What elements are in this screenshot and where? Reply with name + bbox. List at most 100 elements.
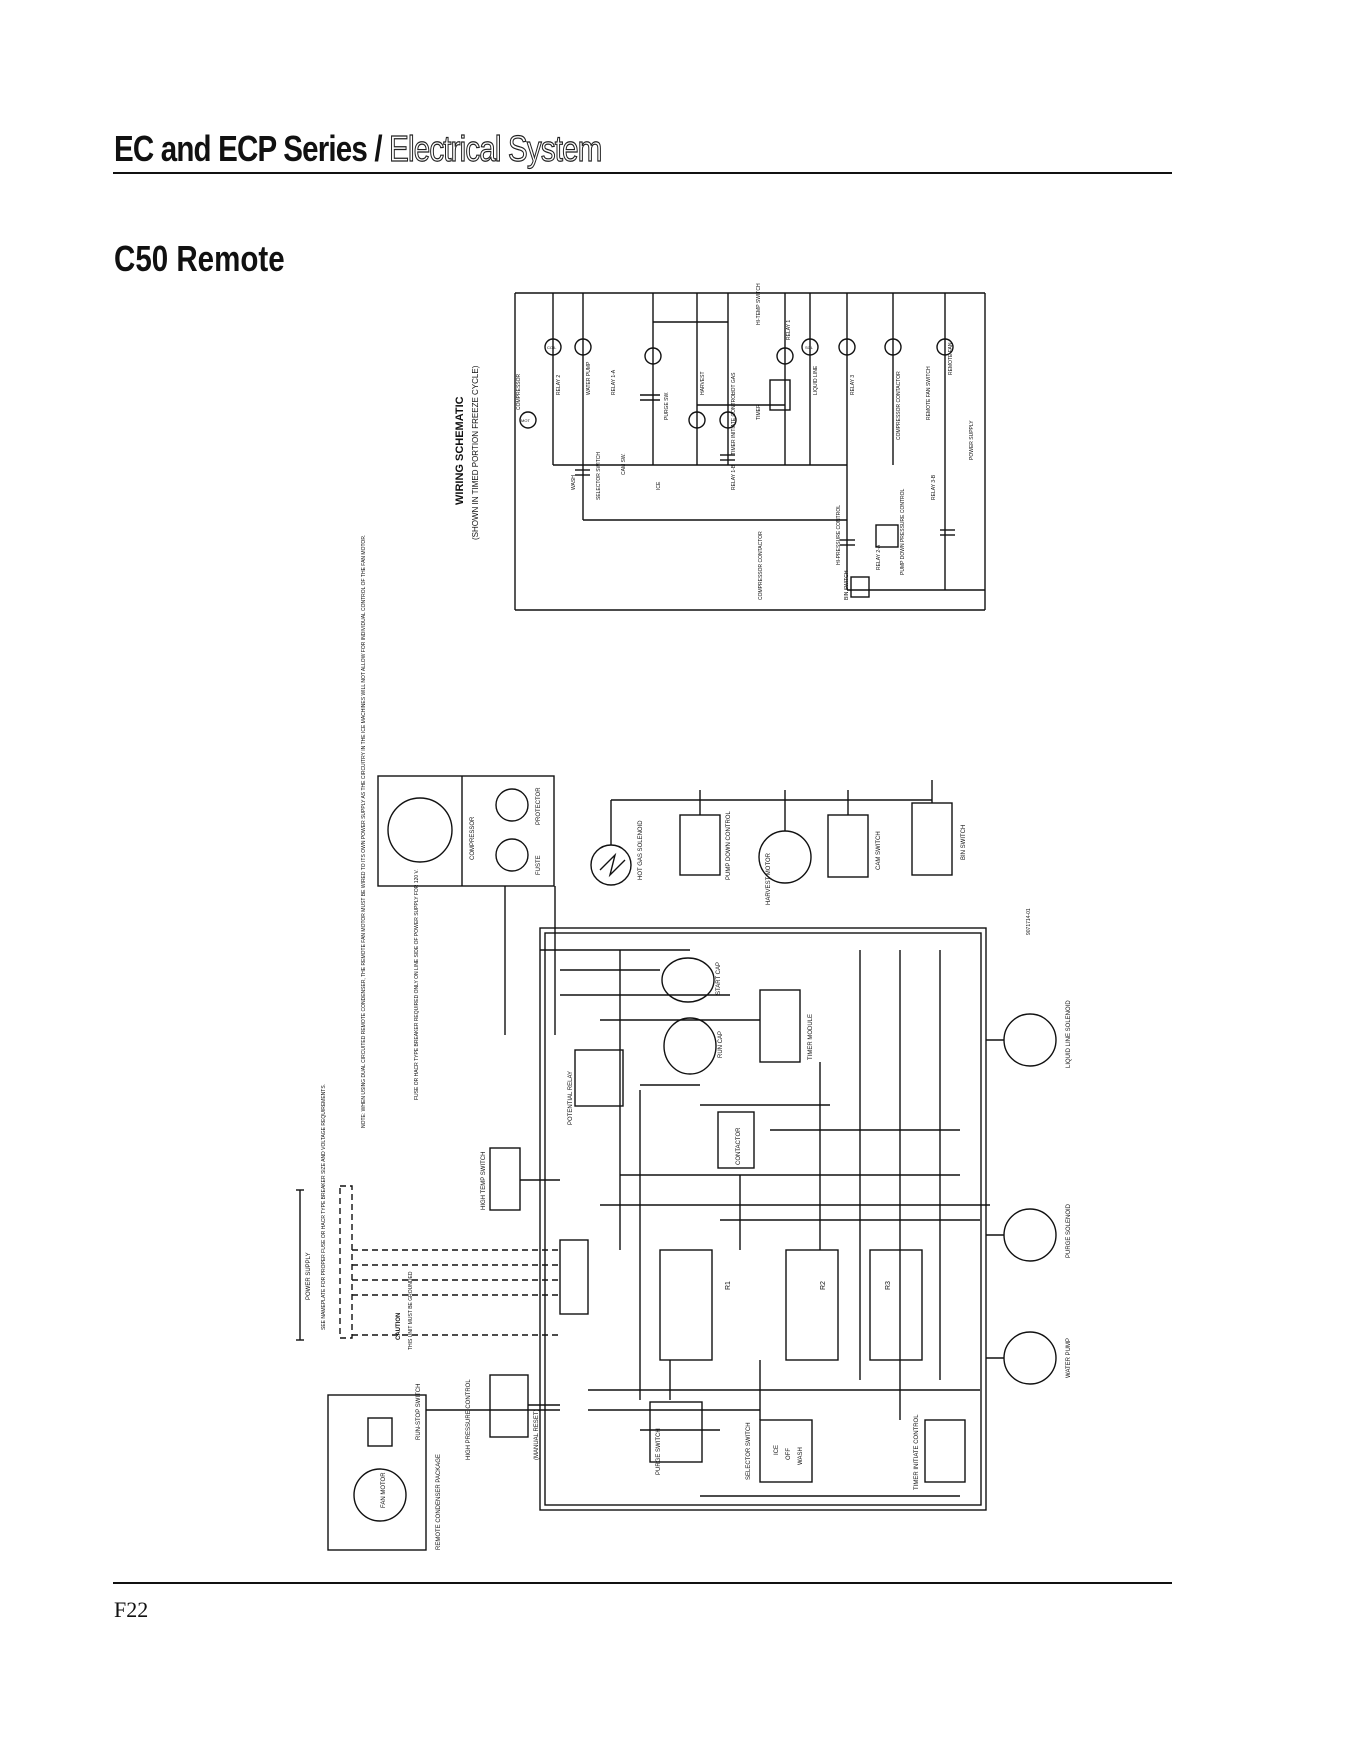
label-harvest: HARVEST	[700, 371, 706, 395]
label-contactor: CONTACTOR	[736, 1127, 742, 1165]
schematic-text: WIRING SCHEMATIC (SHOWN IN TIMED PORTION…	[454, 283, 975, 600]
label-compressor: COMPRESSOR	[516, 373, 522, 410]
label-water-pump: WATER PUMP	[1066, 1338, 1072, 1378]
label-r3: R3	[885, 1281, 892, 1290]
label-coil: COIL	[547, 345, 557, 350]
label-fan-motor: FAN MOTOR	[381, 1472, 387, 1508]
label-start-cap: START CAP	[716, 962, 722, 995]
label-compressor-box: COMPRESSOR	[470, 816, 476, 860]
label-relay-3b: RELAY 3-B	[931, 474, 937, 500]
label-harvest-motor: HARVEST MOTOR	[766, 852, 772, 905]
label-nameplate-note: SEE NAMEPLATE FOR PROPER FUSE OR HACR TY…	[321, 1084, 327, 1330]
label-purge-sw: PURGE SW.	[664, 392, 670, 420]
label-high-pressure-control: HIGH PRESSURE CONTROL	[466, 1379, 472, 1460]
label-liquid-line: LIQUID LINE	[813, 365, 819, 395]
schematic-subtitle: (SHOWN IN TIMED PORTION FREEZE CYCLE)	[471, 365, 480, 540]
label-power-supply: POWER SUPPLY	[306, 1252, 312, 1300]
label-water-pump: WATER PUMP	[586, 361, 592, 395]
schematic-title: WIRING SCHEMATIC	[454, 396, 466, 505]
label-run-stop-switch: RUN-STOP SWITCH	[416, 1384, 422, 1440]
relay-r2-symbol	[785, 1249, 839, 1361]
label-relay3: RELAY 3	[850, 375, 856, 395]
label-selector-switch: SELECTOR SWITCH	[746, 1422, 752, 1480]
label-manual-reset: (MANUAL RESET)	[534, 1410, 540, 1460]
relay-r3-symbol	[869, 1249, 923, 1361]
wiring-text: COMPRESSOR PROTECTOR FUSTE HOT GAS SOLEN…	[306, 535, 1072, 1550]
label-ice: ICE	[656, 481, 662, 490]
label-pump-down-control: PUMP DOWN CONTROL	[726, 810, 732, 880]
label-bin-switch: BIN SWITCH	[961, 825, 967, 860]
page-number: F22	[114, 1597, 149, 1622]
label-part-no: 9071714-01	[1026, 908, 1032, 935]
high-pressure-control-symbol	[489, 1374, 529, 1438]
purge-solenoid-symbol	[1003, 1208, 1057, 1262]
label-remote-fan: REMOTE FAN	[948, 342, 954, 375]
label-note-fuse: FUSE OR HACR TYPE BREAKER REQUIRED ONLY …	[414, 869, 420, 1100]
label-liquid-line-solenoid: LIQUID LINE SOLENOID	[1066, 1000, 1072, 1068]
compressor-symbol	[387, 797, 453, 863]
label-caution: CAUTION	[396, 1313, 402, 1340]
bin-switch-symbol	[911, 802, 953, 876]
label-purge-solenoid: PURGE SOLENOID	[1066, 1203, 1072, 1258]
label-wash: WASH	[798, 1447, 804, 1465]
label-hot-gas: HOT GAS	[731, 372, 737, 395]
label-purge-switch: PURGE SWITCH	[656, 1428, 662, 1475]
label-fuste: FUSTE	[536, 855, 542, 875]
label-relay2: RELAY 2	[556, 375, 562, 395]
label-hi-pressure: HI-PRESSURE CONTROL	[836, 505, 842, 565]
label-ice: ICE	[774, 1445, 780, 1455]
label-relay-1b: RELAY 1-B	[731, 464, 737, 490]
hot-gas-solenoid-symbol	[590, 844, 632, 886]
label-cam-switch: CAM SWITCH	[876, 831, 882, 870]
page-header: EC and ECP Series / Electrical System	[114, 127, 603, 170]
header-topic: Electrical System	[389, 127, 603, 169]
label-potential-relay: POTENTIAL RELAY	[568, 1071, 574, 1125]
label-timer-initiate-control: TIMER INITIATE CONTROL	[914, 1414, 920, 1490]
label-remote-condenser-package: REMOTE CONDENSER PACKAGE	[436, 1454, 442, 1550]
label-comp-contactor2: COMPRESSOR CONTACTOR	[758, 531, 764, 600]
label-hi-temp-switch: HI-TEMP SWITCH	[756, 283, 762, 325]
timer-module-symbol	[759, 989, 801, 1063]
label-off: OFF	[786, 1448, 792, 1460]
label-bin-switch: BIN SWITCH	[844, 570, 850, 600]
label-wash: WASH	[571, 475, 577, 490]
label-sol: SOL	[805, 345, 814, 350]
wiring-schematic	[514, 292, 986, 611]
relay-r1-symbol	[659, 1249, 713, 1361]
label-remote-fan-switch: REMOTE FAN SWITCH	[926, 366, 932, 420]
pump-down-control-symbol	[679, 814, 721, 876]
label-cam-sw: CAM SW.	[621, 453, 627, 475]
label-grounded: THIS UNIT MUST BE GROUNDED	[408, 1271, 414, 1350]
label-hot-gas-solenoid: HOT GAS SOLENOID	[638, 820, 644, 880]
section-title: C50 Remote	[114, 238, 285, 279]
control-box	[539, 927, 987, 1511]
header-rule	[113, 172, 1172, 174]
label-compressor-contactor: COMPRESSOR CONTACTOR	[896, 371, 902, 440]
high-temp-switch-symbol	[489, 1147, 521, 1211]
label-r1: R1	[725, 1281, 732, 1290]
purge-switch-symbol	[649, 1401, 703, 1463]
fan-motor-symbol	[353, 1468, 407, 1522]
footer-rule	[113, 1582, 1172, 1584]
timer-initiate-control-symbol	[924, 1419, 966, 1483]
potential-relay-symbol	[574, 1049, 624, 1107]
label-timer: TIMER	[756, 404, 762, 420]
header-separator: /	[366, 128, 390, 169]
run-cap-symbol	[663, 1017, 717, 1075]
label-timer-module: TIMER MODULE	[808, 1014, 814, 1060]
liquid-line-solenoid-symbol	[1003, 1013, 1057, 1067]
terminal-block	[559, 1239, 589, 1315]
cam-switch-symbol	[827, 814, 869, 878]
header-series: EC and ECP Series	[114, 128, 368, 169]
label-selector-switch: SELECTOR SWITCH	[596, 452, 602, 500]
label-power-supply: POWER SUPPLY	[969, 420, 975, 460]
contactor-symbol	[717, 1111, 755, 1169]
remote-condenser-box	[327, 1394, 427, 1551]
label-pump-down: PUMP DOWN PRESSURE CONTROL	[900, 488, 906, 575]
label-mot: MOT	[521, 418, 530, 423]
label-high-temp-switch: HIGH TEMP SWITCH	[481, 1152, 487, 1210]
label-timer-initiate: TIMER INITIATE CONTROL	[731, 392, 737, 455]
label-protector: PROTECTOR	[536, 787, 542, 825]
label-relay-2a: RELAY 2-A	[876, 544, 882, 570]
